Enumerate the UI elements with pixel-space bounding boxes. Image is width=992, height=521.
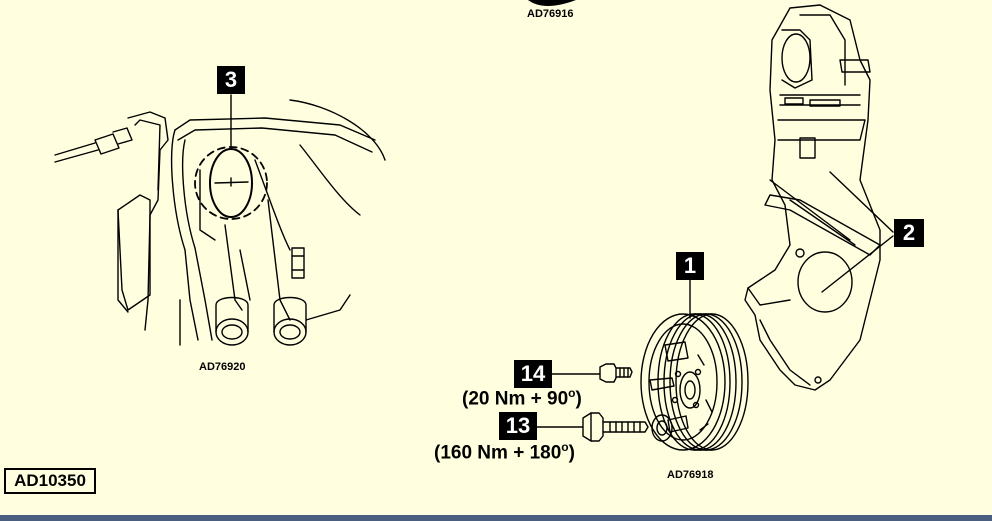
crankshaft-pulley (640, 278, 749, 451)
callout-1: 1 (676, 252, 704, 280)
callout-14: 14 (514, 360, 552, 388)
callout-2: 2 (894, 219, 924, 247)
ref-code-top: AD76916 (527, 8, 574, 20)
callout-3: 3 (217, 66, 245, 94)
torque-13-value: (160 Nm + 180 (434, 442, 562, 464)
torque-13-close: ) (568, 442, 575, 464)
window-bottom-bar (0, 515, 992, 521)
torque-14-value: (20 Nm + 90 (462, 388, 569, 410)
torque-spec-14: (20 Nm + 90o) (462, 386, 582, 410)
top-fragment (528, 0, 576, 6)
ref-code-pulley-view: AD76918 (667, 469, 714, 481)
torque-14-degree: o (568, 386, 576, 400)
figure-id-box: AD10350 (4, 468, 96, 494)
callout-13: 13 (499, 412, 537, 440)
left-engine-view (54, 94, 386, 346)
bolt-13 (535, 412, 649, 442)
timing-cover (744, 4, 894, 391)
torque-14-close: ) (575, 388, 582, 410)
bolt-14 (550, 363, 633, 383)
ref-code-left-view: AD76920 (199, 361, 246, 373)
torque-spec-13: (160 Nm + 180o) (434, 440, 575, 464)
torque-13-degree: o (561, 440, 569, 454)
